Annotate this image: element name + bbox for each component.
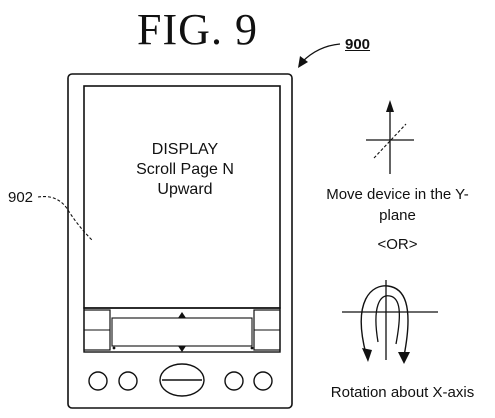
move-device-label-line-1: Move device in the Y- <box>326 186 469 203</box>
diagonal-axis-line <box>373 123 407 159</box>
y-axis-arrowhead <box>386 100 394 112</box>
display-text-line-3: Upward <box>157 181 213 198</box>
rotation-arc-inner <box>375 295 401 345</box>
input-panel-center <box>111 317 253 347</box>
hardware-button-1 <box>88 371 108 391</box>
device-body <box>67 73 293 409</box>
panel-dot-right <box>250 346 254 350</box>
navigation-button <box>159 363 205 397</box>
hardware-button-2 <box>118 371 138 391</box>
display-text-line-1: DISPLAY <box>151 141 219 158</box>
display-text-line-2: Scroll Page N <box>136 161 234 178</box>
move-device-label-line-2: plane <box>379 207 416 224</box>
panel-dot-left <box>112 346 116 350</box>
scroll-up-triangle <box>178 312 186 318</box>
scroll-down-triangle <box>178 346 186 352</box>
rotation-arc-outer <box>360 285 409 357</box>
display-reference-numeral: 902 <box>8 189 34 206</box>
rotation-label: Rotation about X-axis <box>330 384 475 401</box>
device-leader-arrowhead <box>298 56 308 68</box>
device-leader-arrow <box>301 43 341 63</box>
rotation-arrowhead-left <box>362 348 372 362</box>
rotation-arrowhead-right <box>398 352 410 364</box>
hardware-button-4 <box>253 371 273 391</box>
hardware-button-3 <box>224 371 244 391</box>
figure-title: FIG. 9 <box>137 5 258 54</box>
or-label: <OR> <box>377 236 418 253</box>
device-reference-numeral: 900 <box>345 36 371 53</box>
